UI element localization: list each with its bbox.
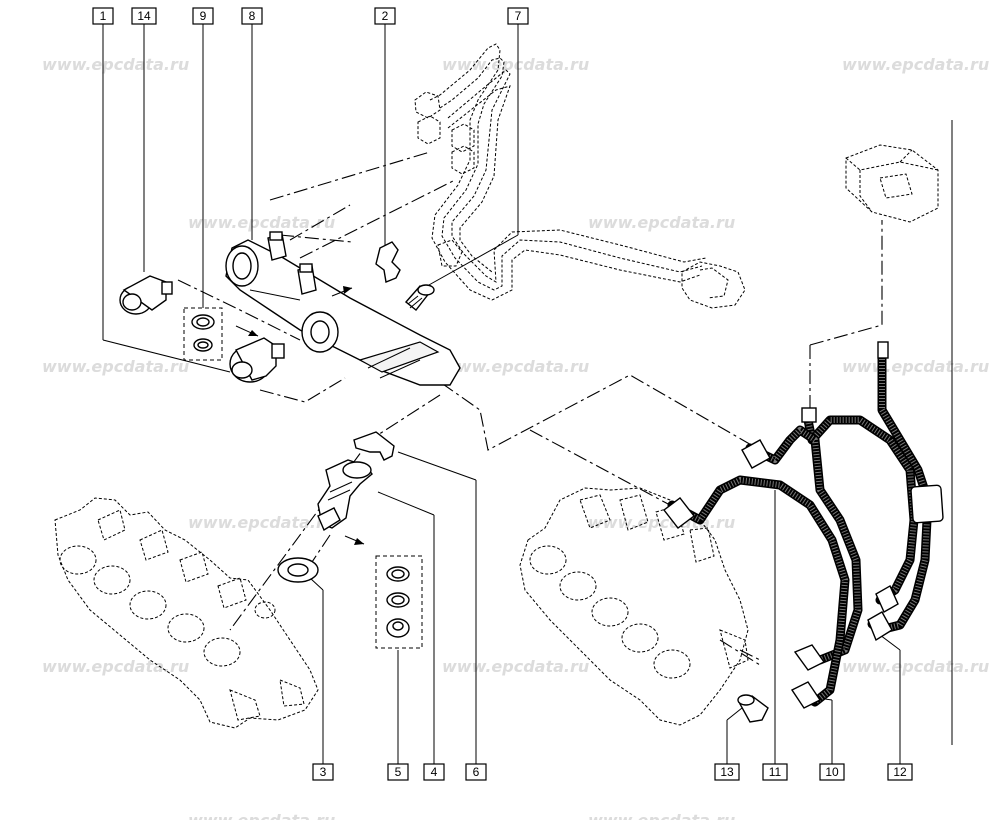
label-13-text: 13 — [720, 765, 734, 779]
clip-part — [375, 241, 401, 283]
fuel-rail — [225, 231, 461, 386]
label-11-text: 11 — [769, 765, 782, 779]
label-6-text: 6 — [473, 765, 480, 779]
label-3-text: 3 — [320, 765, 327, 779]
watermark-text: www.epcdata.ru — [188, 811, 335, 820]
watermark-text: www.epcdata.ru — [442, 357, 589, 376]
watermark-text: www.epcdata.ru — [588, 811, 735, 820]
label-12-text: 12 — [893, 765, 907, 779]
watermark-text: www.epcdata.ru — [842, 55, 989, 74]
fuel-injector — [317, 459, 373, 532]
part-labels: 1 14 9 8 2 7 3 5 — [92, 7, 913, 781]
watermark-text: www.epcdata.ru — [42, 55, 189, 74]
label-8: 8 — [241, 7, 263, 25]
label-7-text: 7 — [515, 9, 522, 23]
label-7: 7 — [507, 7, 529, 25]
label-9: 9 — [192, 7, 214, 25]
label-1-text: 1 — [100, 9, 107, 23]
watermark-text: www.epcdata.ru — [188, 213, 335, 232]
watermark-text: www.epcdata.ru — [42, 357, 189, 376]
label-5-text: 5 — [395, 765, 402, 779]
left-intake-manifold — [54, 497, 319, 729]
label-2-text: 2 — [382, 9, 389, 23]
label-1: 1 — [92, 7, 114, 25]
watermark-text: www.epcdata.ru — [842, 357, 989, 376]
label-14: 14 — [131, 7, 157, 25]
label-8-text: 8 — [249, 9, 256, 23]
sensor-part — [119, 275, 173, 315]
watermark-text: www.epcdata.ru — [442, 657, 589, 676]
label-14-text: 14 — [137, 9, 151, 23]
label-4: 4 — [423, 763, 445, 781]
pressure-regulator — [229, 337, 285, 383]
watermark-text: www.epcdata.ru — [42, 657, 189, 676]
label-4-text: 4 — [431, 765, 438, 779]
watermark-text: www.epcdata.ru — [588, 213, 735, 232]
direction-arrows — [235, 286, 365, 545]
vacuum-hoses — [663, 341, 944, 709]
label-5: 5 — [387, 763, 409, 781]
watermark-text: www.epcdata.ru — [588, 513, 735, 532]
label-9-text: 9 — [200, 9, 207, 23]
label-3: 3 — [312, 763, 334, 781]
label-10: 10 — [819, 763, 845, 781]
watermark-text: www.epcdata.ru — [442, 55, 589, 74]
o-ring-set-9 — [183, 307, 223, 361]
blanking-plug — [737, 694, 769, 723]
label-13: 13 — [714, 763, 740, 781]
ghost-fuel-lines — [414, 43, 746, 309]
o-ring-set-5 — [375, 555, 423, 649]
injector-seal — [277, 557, 319, 583]
watermarks: www.epcdata.ru www.epcdata.ru www.epcdat… — [42, 55, 989, 820]
screw-part — [404, 284, 435, 311]
injector-clip — [353, 431, 395, 461]
right-intake-manifold — [519, 487, 749, 726]
label-10-text: 10 — [825, 765, 839, 779]
label-6: 6 — [465, 763, 487, 781]
watermark-text: www.epcdata.ru — [188, 513, 335, 532]
watermark-text: www.epcdata.ru — [842, 657, 989, 676]
leader-lines — [102, 24, 953, 764]
evap-valve — [845, 144, 939, 223]
label-12: 12 — [887, 763, 913, 781]
label-11: 11 — [762, 763, 788, 781]
label-2: 2 — [374, 7, 396, 25]
